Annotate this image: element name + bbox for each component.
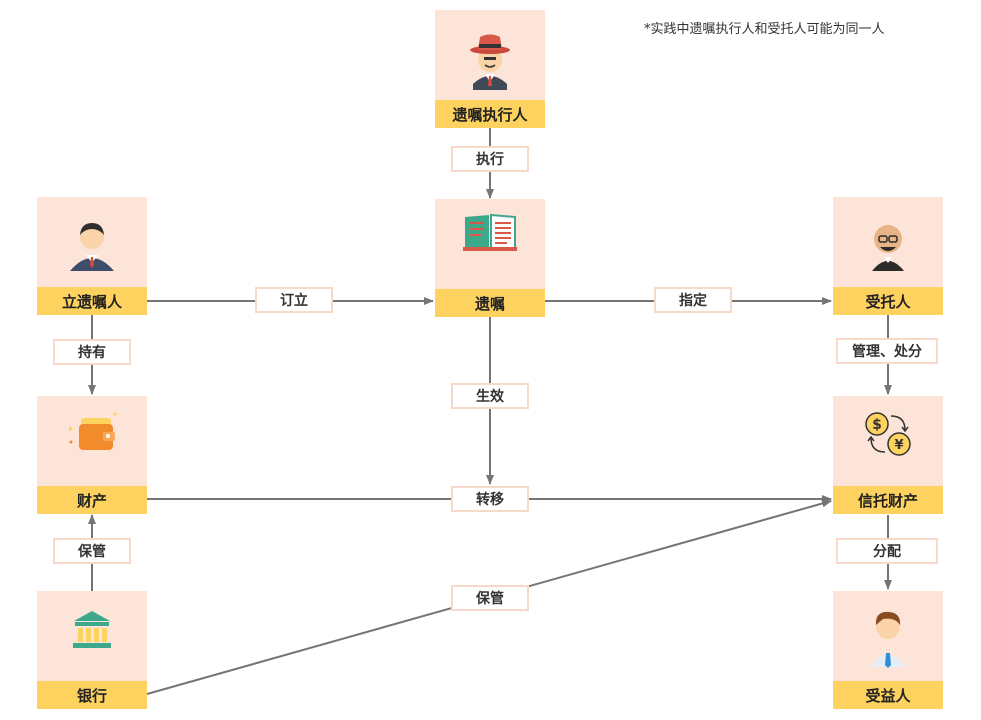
relation-custody-trust: 保管	[451, 585, 529, 611]
node-will: 遗嘱	[435, 199, 545, 317]
businessman-icon	[37, 197, 147, 287]
footnote: *实践中遗嘱执行人和受托人可能为同一人	[644, 22, 885, 37]
relation-execute: 执行	[451, 146, 529, 172]
detective-icon	[435, 10, 545, 100]
node-beneficiary: 受益人	[833, 591, 943, 709]
relation-designate: 指定	[654, 287, 732, 313]
young-man-icon	[833, 591, 943, 681]
bank-label: 银行	[37, 681, 147, 709]
testator-label: 立遗嘱人	[37, 287, 147, 315]
property-label: 财产	[37, 486, 147, 514]
node-testator: 立遗嘱人	[37, 197, 147, 315]
svg-text:¥: ¥	[894, 438, 903, 453]
trust-property-label: 信托财产	[833, 486, 943, 514]
node-bank: 银行	[37, 591, 147, 709]
relation-establish: 订立	[255, 287, 333, 313]
bald-man-icon	[833, 197, 943, 287]
relation-hold: 持有	[53, 339, 131, 365]
node-trust-property: $ ¥ 信托财产	[833, 396, 943, 514]
open-book-icon	[435, 199, 545, 289]
currency-exchange-icon: $ ¥	[833, 396, 943, 486]
relation-manage-dispose: 管理、处分	[836, 338, 938, 364]
node-executor: 遗嘱执行人	[435, 10, 545, 128]
node-property: 财产	[37, 396, 147, 514]
beneficiary-label: 受益人	[833, 681, 943, 709]
relation-transfer: 转移	[451, 486, 529, 512]
svg-text:$: $	[872, 417, 882, 433]
relation-distribute: 分配	[836, 538, 938, 564]
node-trustee: 受托人	[833, 197, 943, 315]
relation-custody-bank: 保管	[53, 538, 131, 564]
trustee-label: 受托人	[833, 287, 943, 315]
will-label: 遗嘱	[435, 289, 545, 317]
executor-label: 遗嘱执行人	[435, 100, 545, 128]
bank-icon	[37, 591, 147, 681]
wallet-icon	[37, 396, 147, 486]
relation-take-effect: 生效	[451, 383, 529, 409]
